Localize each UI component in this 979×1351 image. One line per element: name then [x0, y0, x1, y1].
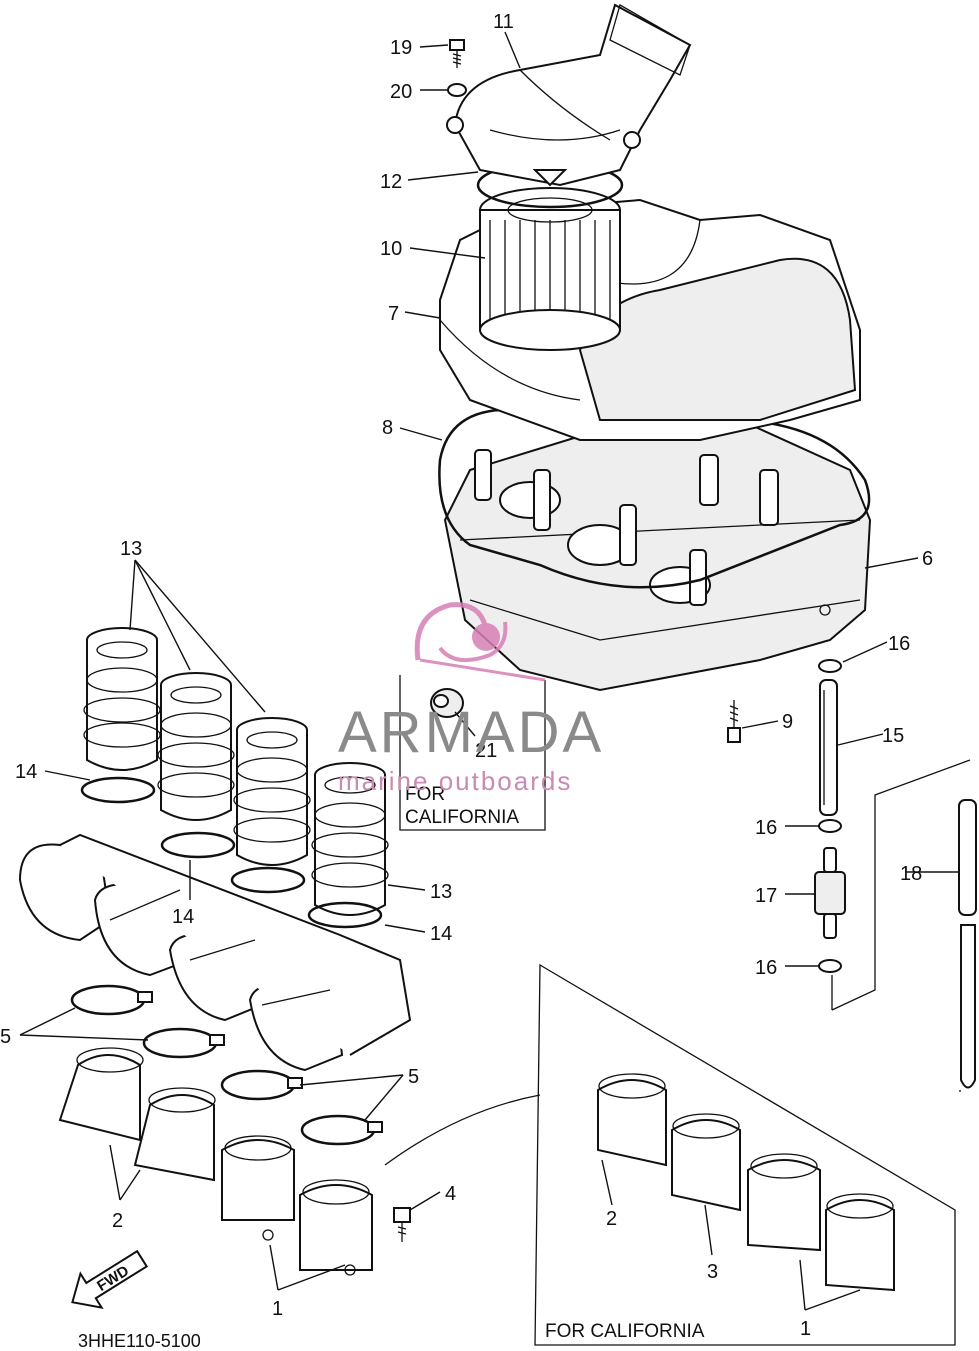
- callout-5-left: 5: [0, 1026, 11, 1048]
- clamps-5: [70, 984, 383, 1146]
- callout-8: 8: [382, 417, 393, 439]
- callout-1-left: 1: [272, 1298, 283, 1320]
- callout-16-middle: 16: [755, 817, 777, 839]
- callout-11: 11: [493, 11, 514, 33]
- callout-14-right: 14: [430, 923, 452, 945]
- drawing-code: 3HHE110-5100: [78, 1331, 201, 1351]
- intake-joint-13b: [157, 672, 235, 821]
- callout-9: 9: [782, 711, 793, 733]
- callout-16-bottom: 16: [755, 957, 777, 979]
- california-box-small-line1: FOR: [405, 784, 445, 805]
- watermark: ARMADA marine outboards: [338, 602, 604, 796]
- washer-20: [447, 83, 467, 97]
- california-box-small: FOR CALIFORNIA: [399, 675, 546, 831]
- callout-5-right: 5: [408, 1066, 419, 1088]
- armada-logo-icon: [414, 602, 546, 682]
- bolt-4: [393, 1207, 411, 1242]
- callout-6: 6: [922, 548, 933, 570]
- callout-1-right: 1: [800, 1318, 811, 1340]
- callout-16-top: 16: [888, 633, 910, 655]
- callout-7: 7: [388, 303, 399, 325]
- callout-20: 20: [390, 81, 412, 103]
- air-cleaner-assembly: [438, 3, 872, 692]
- forward-arrow-icon: [71, 1249, 149, 1309]
- callout-4: 4: [445, 1183, 456, 1205]
- clip-16-bottom: [818, 959, 842, 973]
- carburetor-joints-left: [58, 1047, 373, 1276]
- bolt-19: [449, 39, 465, 68]
- watermark-brand: ARMADA: [338, 700, 604, 765]
- callout-10: 10: [380, 238, 402, 260]
- california-box-large-label: FOR CALIFORNIA: [545, 1321, 705, 1342]
- callout-numbers: 19 20 11 12 10 7 8 6 16 9 15 16 17 16 18…: [0, 11, 933, 1340]
- callout-2-right: 2: [606, 1208, 617, 1230]
- screw-9: [727, 700, 741, 743]
- grommet-21: [430, 688, 464, 718]
- intake-joint-13c: [233, 717, 311, 866]
- clamp-14d: [307, 901, 383, 929]
- clamp-14c: [230, 866, 306, 894]
- callout-2-left: 2: [112, 1210, 123, 1232]
- callout-12: 12: [380, 171, 402, 193]
- drain-hose-15: [819, 679, 838, 816]
- callout-13-right: 13: [430, 881, 452, 903]
- callout-14-center: 14: [172, 906, 194, 928]
- clamp-14b: [160, 831, 236, 859]
- clamp-14a: [80, 776, 156, 804]
- california-box-small-line2: CALIFORNIA: [405, 807, 519, 828]
- carburetor-bank: [18, 627, 412, 1072]
- callout-21: 21: [475, 740, 497, 762]
- fwd-arrow: FWD: [71, 1249, 149, 1309]
- leader-lines: [19, 31, 958, 1311]
- california-box-large: FOR CALIFORNIA: [384, 963, 956, 1346]
- check-valve-17: [814, 847, 846, 939]
- watermark-tagline: marine outboards: [338, 766, 572, 796]
- intake-joint-13a: [83, 627, 161, 771]
- intake-joint-13d: [311, 762, 389, 916]
- callout-3: 3: [707, 1261, 718, 1283]
- callout-17: 17: [755, 885, 777, 907]
- callout-15: 15: [882, 725, 904, 747]
- callout-18: 18: [900, 863, 922, 885]
- callout-14-left: 14: [15, 761, 37, 783]
- air-filter-element-10: [479, 187, 621, 351]
- hose-18-bracket: [831, 759, 971, 1011]
- clip-16-middle: [818, 819, 842, 833]
- callout-19: 19: [390, 37, 412, 59]
- intake-duct-11: [446, 3, 692, 187]
- air-cleaner-case-6: [443, 418, 872, 692]
- callout-13-top: 13: [120, 538, 142, 560]
- hose-18: [958, 799, 977, 1092]
- clip-16-top: [818, 659, 842, 673]
